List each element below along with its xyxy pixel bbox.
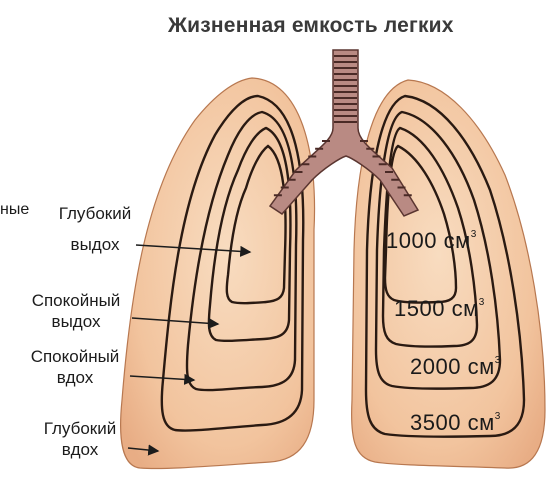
volume-2000: 2000 см3 [410, 354, 501, 380]
left-lung [121, 78, 315, 469]
cropped-label-fragment: ные [0, 201, 29, 219]
label-calm-inhale: Спокойный вдох [12, 346, 138, 388]
label-calm-exhale: Спокойный выдох [14, 290, 138, 332]
volume-1500: 1500 см3 [394, 296, 485, 322]
diagram-title: Жизненная емкость легких [168, 14, 498, 38]
label-deep-inhale: Глубокий вдох [28, 418, 132, 460]
label-deep-exhale: Глубокий выдох [40, 203, 150, 255]
volume-3500: 3500 см3 [410, 410, 501, 436]
volume-1000: 1000 см3 [386, 228, 477, 254]
